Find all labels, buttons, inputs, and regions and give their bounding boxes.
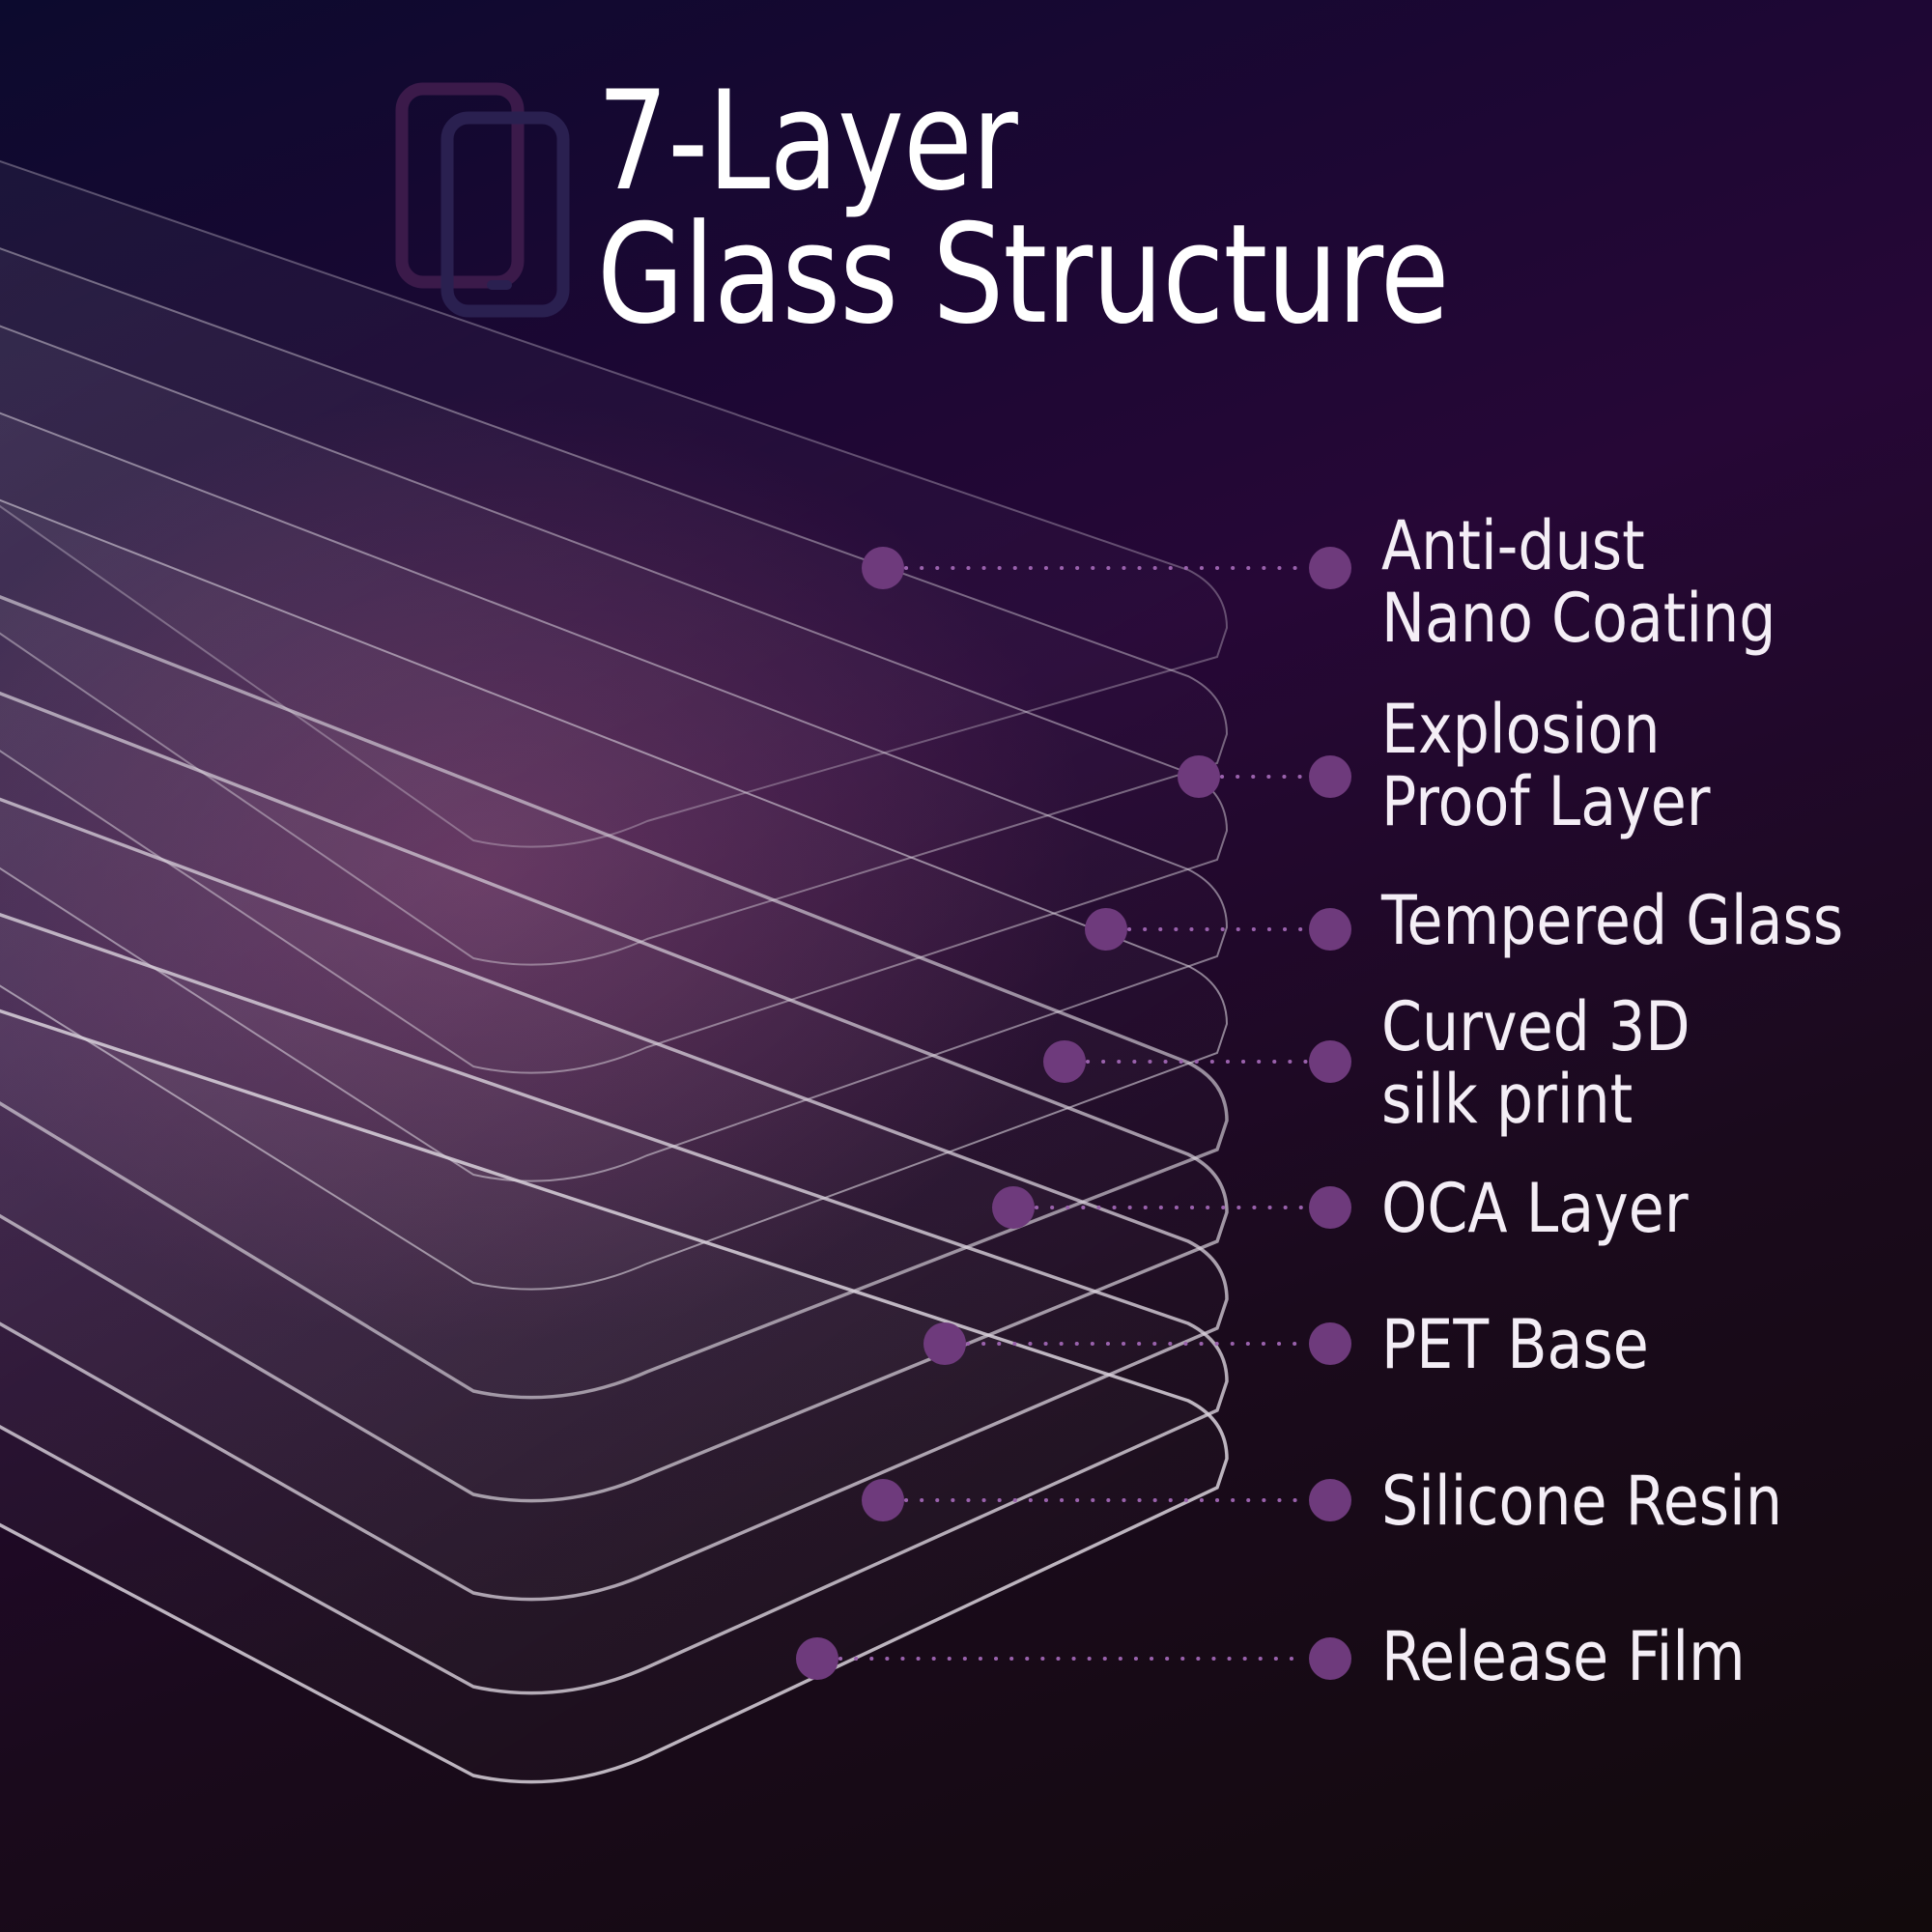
- label-dot-2: [1309, 755, 1351, 798]
- layer-label-curved-3d: Curved 3D silk print: [1381, 987, 1690, 1139]
- layer-label-silicone-resin: Silicone Resin: [1381, 1462, 1783, 1541]
- leader-lines: [796, 547, 1351, 1680]
- title: 7-Layer Glass Structure: [597, 62, 1635, 355]
- label-dot-7: [1309, 1479, 1351, 1521]
- title-line-1: 7-Layer: [597, 62, 1018, 221]
- layer-label-tempered-glass: Tempered Glass: [1381, 881, 1844, 960]
- layer-label-oca: OCA Layer: [1381, 1169, 1689, 1248]
- label-dot-3: [1309, 908, 1351, 951]
- label-dot-1: [1309, 547, 1351, 589]
- layered-phone-icon: [395, 82, 570, 318]
- label-dot-4: [1309, 1040, 1351, 1083]
- layer-point-dot-7: [862, 1479, 904, 1521]
- label-dot-8: [1309, 1637, 1351, 1680]
- layer-point-dot-1: [862, 547, 904, 589]
- layer-label-anti-dust: Anti-dust Nano Coating: [1381, 506, 1776, 658]
- layer-point-dot-3: [1085, 908, 1127, 951]
- layer-point-dot-4: [1043, 1040, 1086, 1083]
- layer-label-pet-base: PET Base: [1381, 1305, 1649, 1384]
- layer-label-release-film: Release Film: [1381, 1617, 1746, 1696]
- layer-point-dot-8: [796, 1637, 838, 1680]
- layer-point-dot-5: [992, 1186, 1035, 1229]
- label-dot-5: [1309, 1186, 1351, 1229]
- label-dot-6: [1309, 1322, 1351, 1365]
- layer-point-dot-6: [923, 1322, 966, 1365]
- glass-sheets: [0, 159, 1229, 1784]
- layer-label-explosion-proof: Explosion Proof Layer: [1381, 690, 1711, 841]
- glass-sheet: [0, 1009, 1229, 1784]
- layer-point-dot-2: [1178, 755, 1220, 798]
- title-line-2: Glass Structure: [597, 195, 1449, 355]
